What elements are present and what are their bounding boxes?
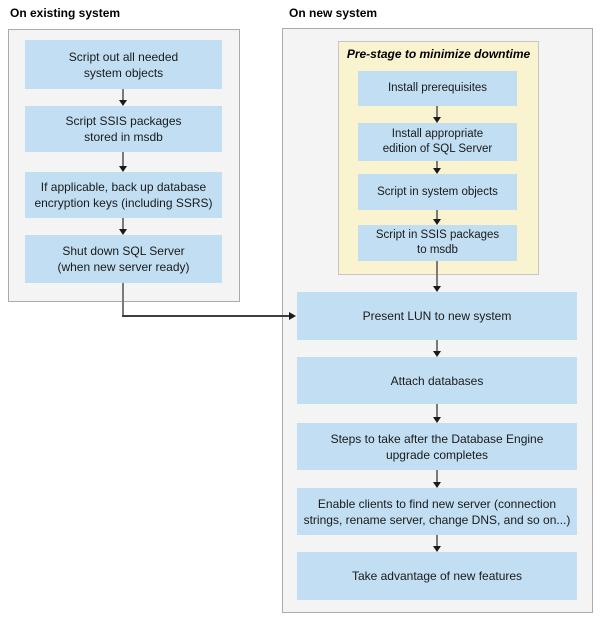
existing-system-title: On existing system: [10, 6, 121, 20]
step-post-upgrade-steps: Steps to take after the Database Engine …: [297, 423, 577, 470]
flow-arrow-down-icon: [119, 152, 126, 172]
flow-arrow-down-icon: [433, 106, 440, 123]
step-script-out-system-objects: Script out all needed system objects: [25, 40, 222, 89]
flow-arrow-down-icon: [433, 161, 440, 174]
flow-connector-line: [122, 315, 289, 317]
step-take-advantage-new-features: Take advantage of new features: [297, 552, 577, 600]
flow-arrow-down-icon: [433, 261, 440, 292]
step-attach-databases: Attach databases: [297, 357, 577, 404]
flow-arrow-down-icon: [433, 404, 440, 423]
flow-arrow-down-icon: [433, 535, 440, 552]
step-shut-down-sql-server: Shut down SQL Server (when new server re…: [25, 235, 222, 283]
flow-arrow-down-icon: [433, 210, 440, 225]
flow-arrow-down-icon: [433, 340, 440, 357]
new-system-title: On new system: [289, 6, 378, 20]
flow-connector-line: [122, 283, 124, 317]
step-backup-encryption-keys: If applicable, back up database encrypti…: [25, 172, 222, 218]
flow-arrow-right-icon: [289, 312, 296, 320]
step-script-ssis-packages: Script SSIS packages stored in msdb: [25, 106, 222, 152]
flow-arrow-down-icon: [119, 89, 126, 106]
step-script-in-ssis-packages: Script in SSIS packages to msdb: [358, 225, 517, 261]
step-present-lun: Present LUN to new system: [297, 292, 577, 340]
flow-arrow-down-icon: [433, 470, 440, 488]
step-install-sql-server-edition: Install appropriate edition of SQL Serve…: [358, 123, 517, 161]
flow-arrow-down-icon: [119, 218, 126, 235]
prestage-title: Pre-stage to minimize downtime: [346, 47, 531, 61]
step-enable-clients: Enable clients to find new server (conne…: [297, 488, 577, 535]
step-script-in-system-objects: Script in system objects: [358, 174, 517, 210]
step-install-prerequisites: Install prerequisites: [358, 71, 517, 106]
